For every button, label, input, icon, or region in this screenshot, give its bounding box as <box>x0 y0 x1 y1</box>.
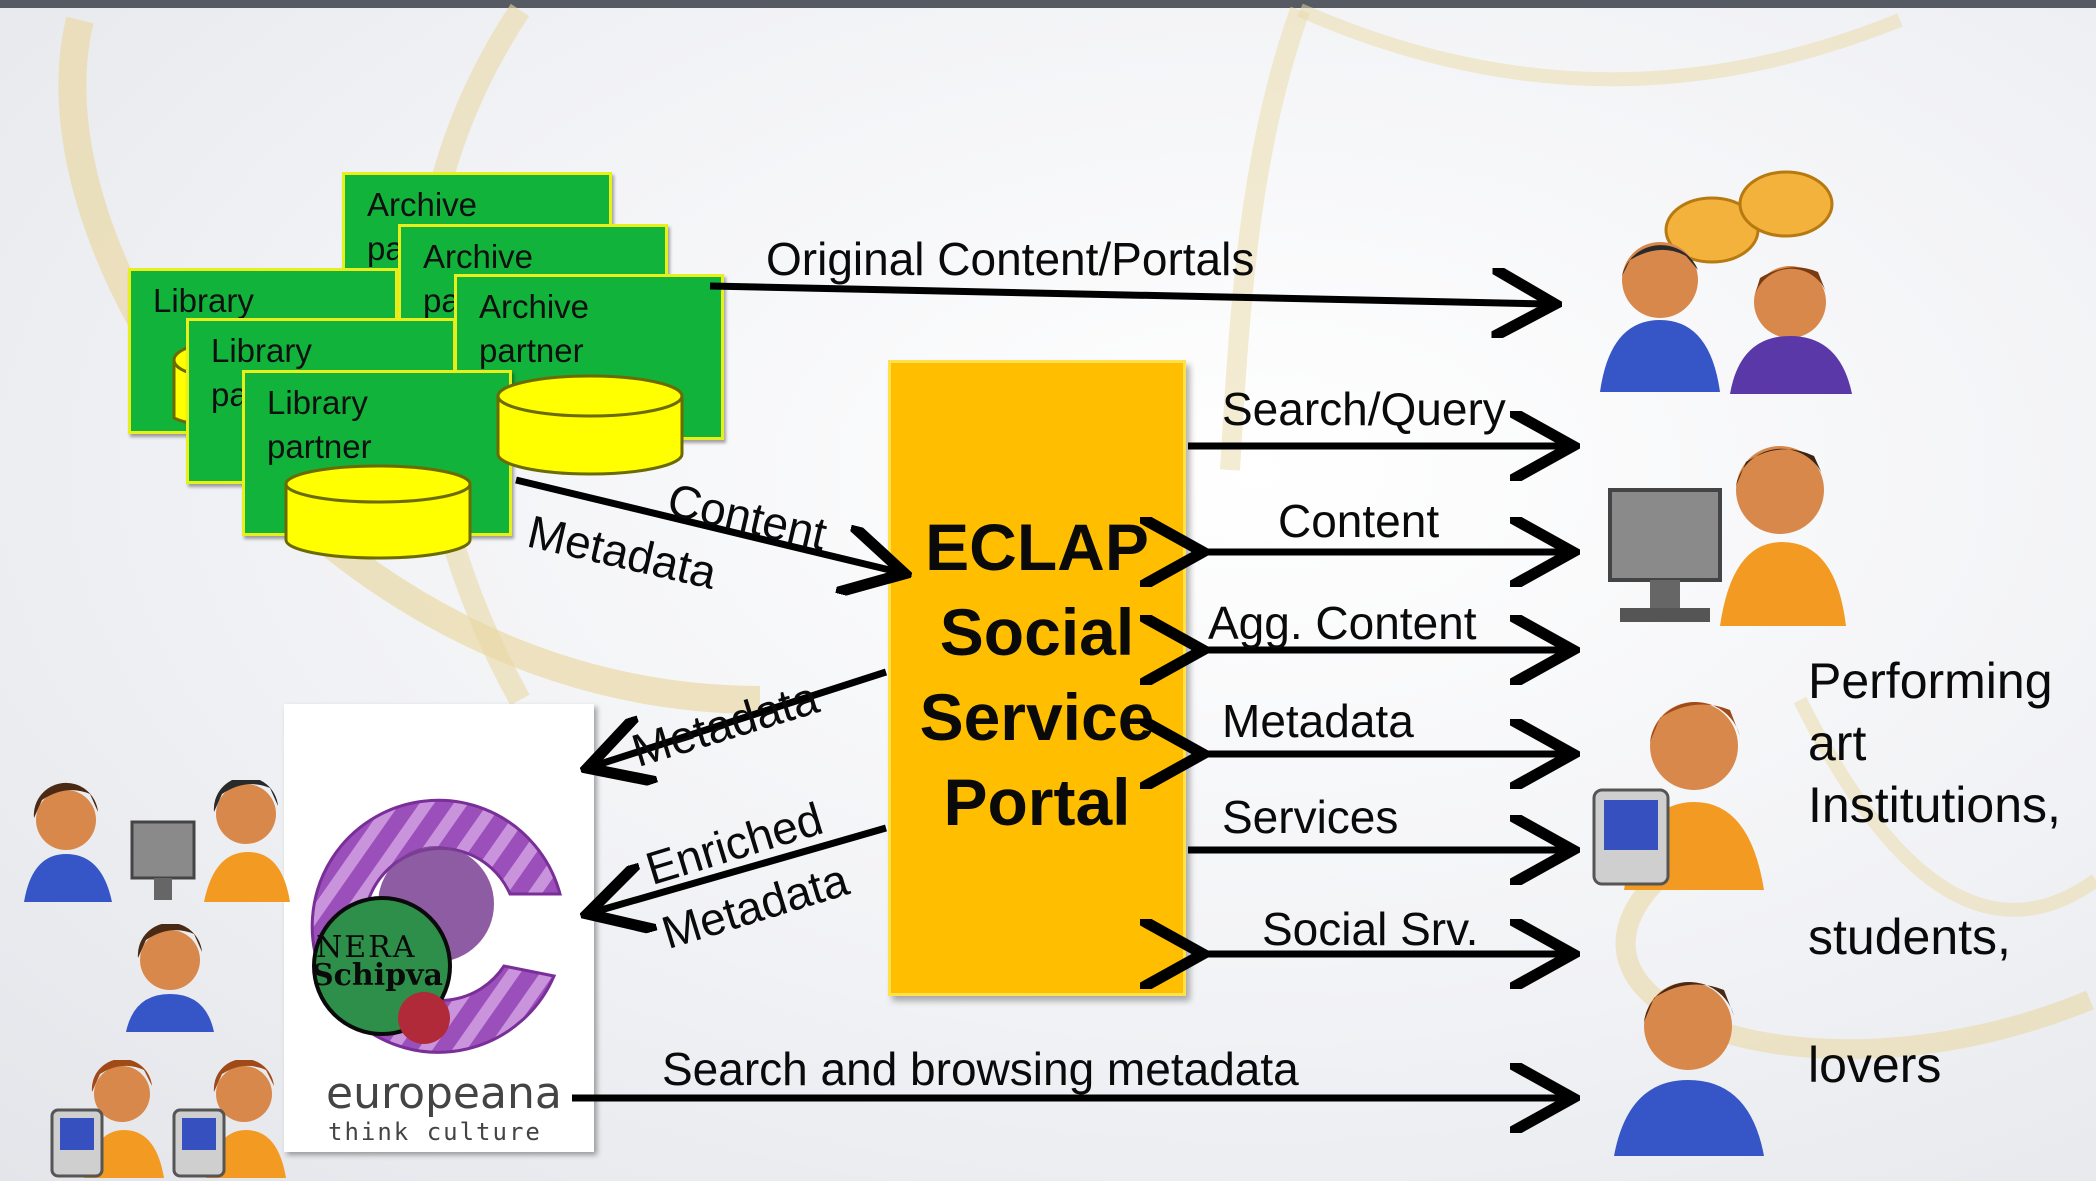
audience-line-1: Performing <box>1808 653 2053 709</box>
portal-title-line-4: Portal <box>943 765 1131 839</box>
label-search-browse: Search and browsing metadata <box>662 1043 1299 1095</box>
library-partner-label: Library <box>211 332 312 369</box>
arrow-metadata-out <box>594 668 888 766</box>
label-search-query: Search/Query <box>1222 383 1506 435</box>
label-metadata: Metadata <box>1222 695 1414 747</box>
label-services: Services <box>1222 791 1399 843</box>
portal-title-line-3: Service <box>919 680 1155 754</box>
archive-partner-label: Archive <box>367 186 478 223</box>
mobile-user-icon <box>1592 702 1764 890</box>
europeana-tagline: think culture <box>328 1118 542 1146</box>
label-social-srv: Social Srv. <box>1262 903 1479 955</box>
arrow-enriched-metadata <box>594 824 887 912</box>
database-cylinder-3 <box>284 464 472 560</box>
user-icon-bottom-right <box>1614 982 1764 1156</box>
audience-line-4: students, <box>1808 909 2011 965</box>
archive-partner-label-2: partner <box>479 332 584 369</box>
arrow-original-content <box>709 286 1548 304</box>
discussion-users-icon <box>1600 170 1852 394</box>
computer-user-icon <box>1608 446 1846 626</box>
library-partner-label-2: pa <box>211 376 248 413</box>
left-users-icon-top <box>24 780 290 902</box>
library-partner-label: Library <box>267 384 368 421</box>
label-content: Content <box>1278 495 1440 547</box>
audience-line-5: lovers <box>1808 1037 1942 1093</box>
left-mobile-users-icon <box>50 1060 286 1178</box>
portal-title-line-2: Social <box>939 595 1135 669</box>
arrow-content-metadata-in <box>515 476 898 572</box>
eclap-portal-box: ECLAP Social Service Portal <box>888 360 1186 996</box>
database-cylinder-2 <box>496 374 684 476</box>
library-partner-label-2: partner <box>267 428 372 465</box>
europeana-badge-text: NERA <box>316 930 417 965</box>
europeana-text-strip <box>296 1070 572 1150</box>
top-bar <box>0 0 2096 8</box>
europeana-e-logo <box>310 798 562 1054</box>
library-partner-label: Library <box>153 282 254 319</box>
label-original-content: Original Content/Portals <box>766 233 1255 285</box>
europeana-badge-text-2: Schipva <box>312 958 443 993</box>
label-agg-content: Agg. Content <box>1208 597 1477 649</box>
audience-line-3: Institutions, <box>1808 777 2061 833</box>
europeana-name: europeana <box>326 1068 562 1119</box>
left-user-icon-middle <box>126 924 214 1032</box>
archive-partner-label: Archive <box>479 288 590 325</box>
audience-line-2: art <box>1808 715 1867 771</box>
archive-partner-label: Archive <box>423 238 534 275</box>
portal-title-line-1: ECLAP <box>925 510 1149 584</box>
archive-partner-label-2: pa <box>423 282 460 319</box>
archive-partner-label-2: pa <box>367 230 404 267</box>
